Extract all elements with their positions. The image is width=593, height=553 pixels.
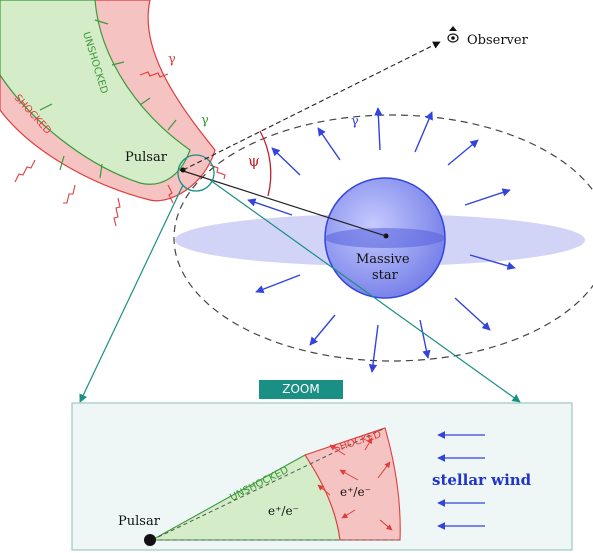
zoom-tag: ZOOM — [259, 380, 343, 399]
observer-eye-icon — [447, 26, 459, 43]
gamma-label-3: γ — [351, 114, 359, 129]
observer-line — [182, 41, 441, 171]
zoom-line-left — [79, 184, 184, 403]
pulsar-label-zoom: Pulsar — [118, 514, 161, 529]
unshocked-ticks — [39, 19, 177, 179]
orbit-ellipse — [173, 114, 593, 362]
unshocked-region — [0, 0, 191, 185]
psi-label: ψ — [248, 152, 260, 170]
zoom-shocked-arrows — [317, 437, 393, 531]
gamma-label-1: γ — [168, 52, 176, 67]
zoom-line-right — [209, 179, 521, 403]
stellar-wind-arrows — [247, 107, 516, 373]
zoom-circle — [177, 154, 215, 192]
zoom-pulsar-dot — [144, 534, 156, 546]
psi-angle-arc — [259, 130, 272, 197]
pair-label-unshocked: e⁺/e⁻ — [268, 504, 299, 518]
gamma-label-2: γ — [201, 113, 209, 128]
observer-label: Observer — [467, 33, 529, 48]
massive-star-label-line2: star — [372, 268, 399, 283]
stellar-wind-label: stellar wind — [432, 471, 532, 489]
gamma-ray-squiggles — [14, 71, 226, 227]
pulsar-label-top: Pulsar — [125, 150, 168, 165]
pulsar-star-line — [179, 169, 387, 237]
zoom-wind-arrows — [437, 431, 485, 530]
pair-label-shocked: e⁺/e⁻ — [340, 485, 371, 499]
zoom-dashed-top — [151, 427, 386, 541]
massive-star-label-line1: Massive — [356, 252, 410, 267]
